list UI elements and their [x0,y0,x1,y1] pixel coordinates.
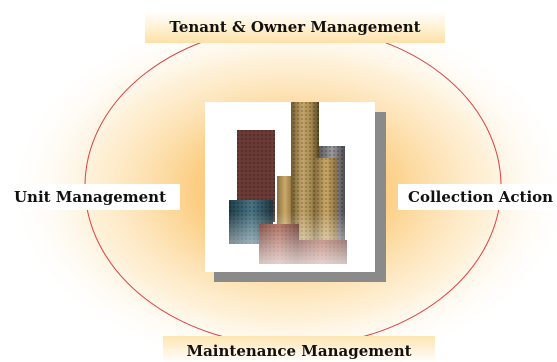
city-buildings-icon [205,102,375,272]
unit-management-label: Unit Management [0,184,180,210]
city-buildings-image [205,102,375,272]
maintenance-management-label: Maintenance Management [163,336,435,362]
collection-action-label: Collection Action [398,184,557,210]
tenant-owner-management-label: Tenant & Owner Management [145,11,445,43]
